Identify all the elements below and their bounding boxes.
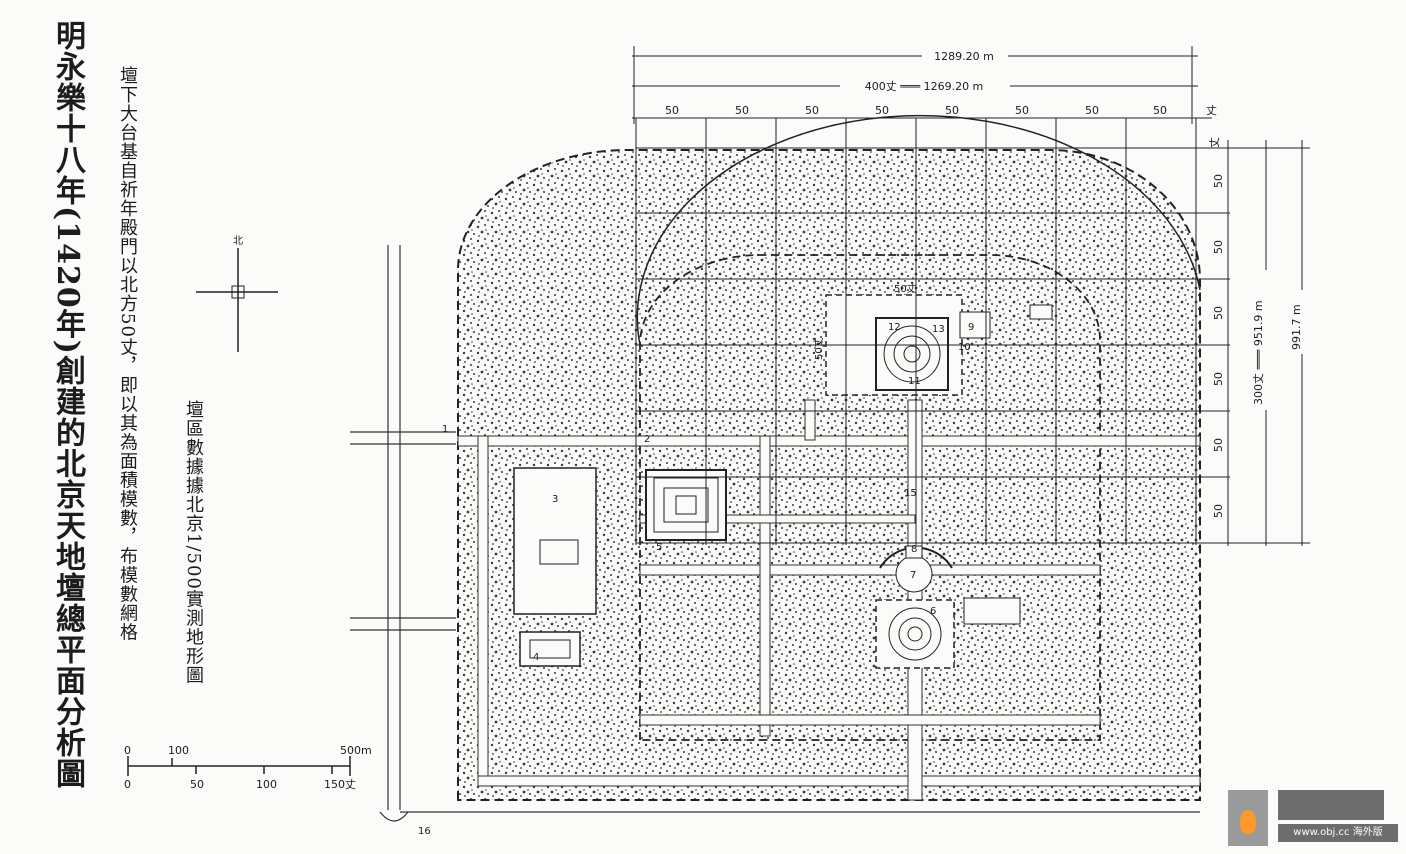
scale-bar bbox=[127, 756, 351, 776]
inner-50-label-v: 50丈 bbox=[813, 337, 825, 360]
site-number: 4 bbox=[533, 652, 539, 663]
site-number: 10 bbox=[958, 342, 971, 353]
north-label: 北 bbox=[233, 235, 243, 247]
compound-4 bbox=[519, 631, 581, 667]
site-number: 6 bbox=[930, 606, 936, 617]
west-road bbox=[350, 245, 1200, 822]
flame-icon bbox=[1240, 810, 1256, 834]
scale-bottom-label: 150丈 bbox=[324, 778, 356, 791]
scale-bottom-label: 50 bbox=[190, 778, 204, 791]
outer-wall bbox=[457, 149, 1201, 801]
grid-label: 50 bbox=[1212, 438, 1225, 452]
grid-label: 50 bbox=[1212, 372, 1225, 386]
grid-label: 50 bbox=[1015, 104, 1029, 117]
scale-bottom-label: 0 bbox=[124, 778, 131, 791]
scale-top-label: 0 bbox=[124, 744, 131, 757]
south-altar bbox=[875, 597, 1021, 669]
note-data-source: 壇區數據據北京1/500實測地形圖 bbox=[183, 400, 204, 685]
grid-label: 50 bbox=[875, 104, 889, 117]
site-number: 1 bbox=[442, 424, 448, 435]
site-number: 16 bbox=[418, 826, 431, 837]
grid-label: 50 bbox=[1212, 504, 1225, 518]
unit-zhang: 丈 bbox=[1206, 104, 1217, 117]
site-number: 13 bbox=[932, 324, 945, 335]
note-grid-module: 壇下大台基自祈年殿門以北方50丈，即以其為面積模數，布模數網格 bbox=[117, 66, 138, 642]
site-number: 2 bbox=[644, 434, 650, 445]
logo-band bbox=[1278, 790, 1384, 820]
site-number: 8 bbox=[911, 544, 917, 555]
logo-badge bbox=[1228, 790, 1268, 846]
top-grid-labels: 50 50 50 50 50 50 50 50 丈 bbox=[665, 104, 1217, 117]
module-grid bbox=[635, 118, 1310, 545]
site-number: 7 bbox=[910, 570, 916, 581]
grid-label: 50 bbox=[945, 104, 959, 117]
grid-label: 50 bbox=[1153, 104, 1167, 117]
grid-label: 50 bbox=[735, 104, 749, 117]
site-number: 15 bbox=[904, 488, 917, 499]
scale-top-label: 100 bbox=[168, 744, 189, 757]
scale-top-label: 500m bbox=[340, 744, 372, 757]
watermark-url: www.obj.cc 海外版 bbox=[1278, 824, 1398, 842]
site-number: 9 bbox=[968, 322, 974, 333]
site-number: 3 bbox=[552, 494, 558, 505]
grid-label: 50 bbox=[665, 104, 679, 117]
grid-label: 50 bbox=[1212, 240, 1225, 254]
right-dim-outer: 991.7 m bbox=[1290, 304, 1303, 350]
grid-label: 50 bbox=[805, 104, 819, 117]
compound-5 bbox=[645, 469, 727, 541]
grid-label: 50 bbox=[1212, 174, 1225, 188]
top-dim-outer: 1289.20 m bbox=[934, 50, 994, 63]
north-arrow: 北 bbox=[196, 235, 278, 352]
grid-label: 50 bbox=[1212, 306, 1225, 320]
unit-zhang: 丈 bbox=[1208, 137, 1221, 148]
map-title: 明永樂十八年(1420年)創建的北京天地壇總平面分析圖 bbox=[50, 20, 85, 789]
site-number: 5 bbox=[656, 542, 662, 553]
compound-3 bbox=[513, 467, 597, 615]
top-dim-inner: 400丈 ═══ 1269.20 m bbox=[865, 80, 984, 93]
site-number: 11 bbox=[908, 376, 921, 387]
compound-3-hall bbox=[539, 539, 579, 565]
inner-50-label: 50丈 bbox=[894, 283, 917, 295]
site-numbers: 1 2 3 4 5 6 7 8 9 10 11 12 13 15 16 bbox=[418, 322, 974, 837]
center-roundabout bbox=[879, 545, 953, 593]
scale-bottom-label: 100 bbox=[256, 778, 277, 791]
right-dim-inner: 300丈 ═══ 951.9 m bbox=[1252, 300, 1265, 405]
site-number: 12 bbox=[888, 322, 901, 333]
right-grid-labels: 50 50 50 50 50 50 丈 bbox=[1208, 137, 1225, 518]
watermark-logo: www.obj.cc 海外版 bbox=[1228, 790, 1398, 846]
grid-label: 50 bbox=[1085, 104, 1099, 117]
